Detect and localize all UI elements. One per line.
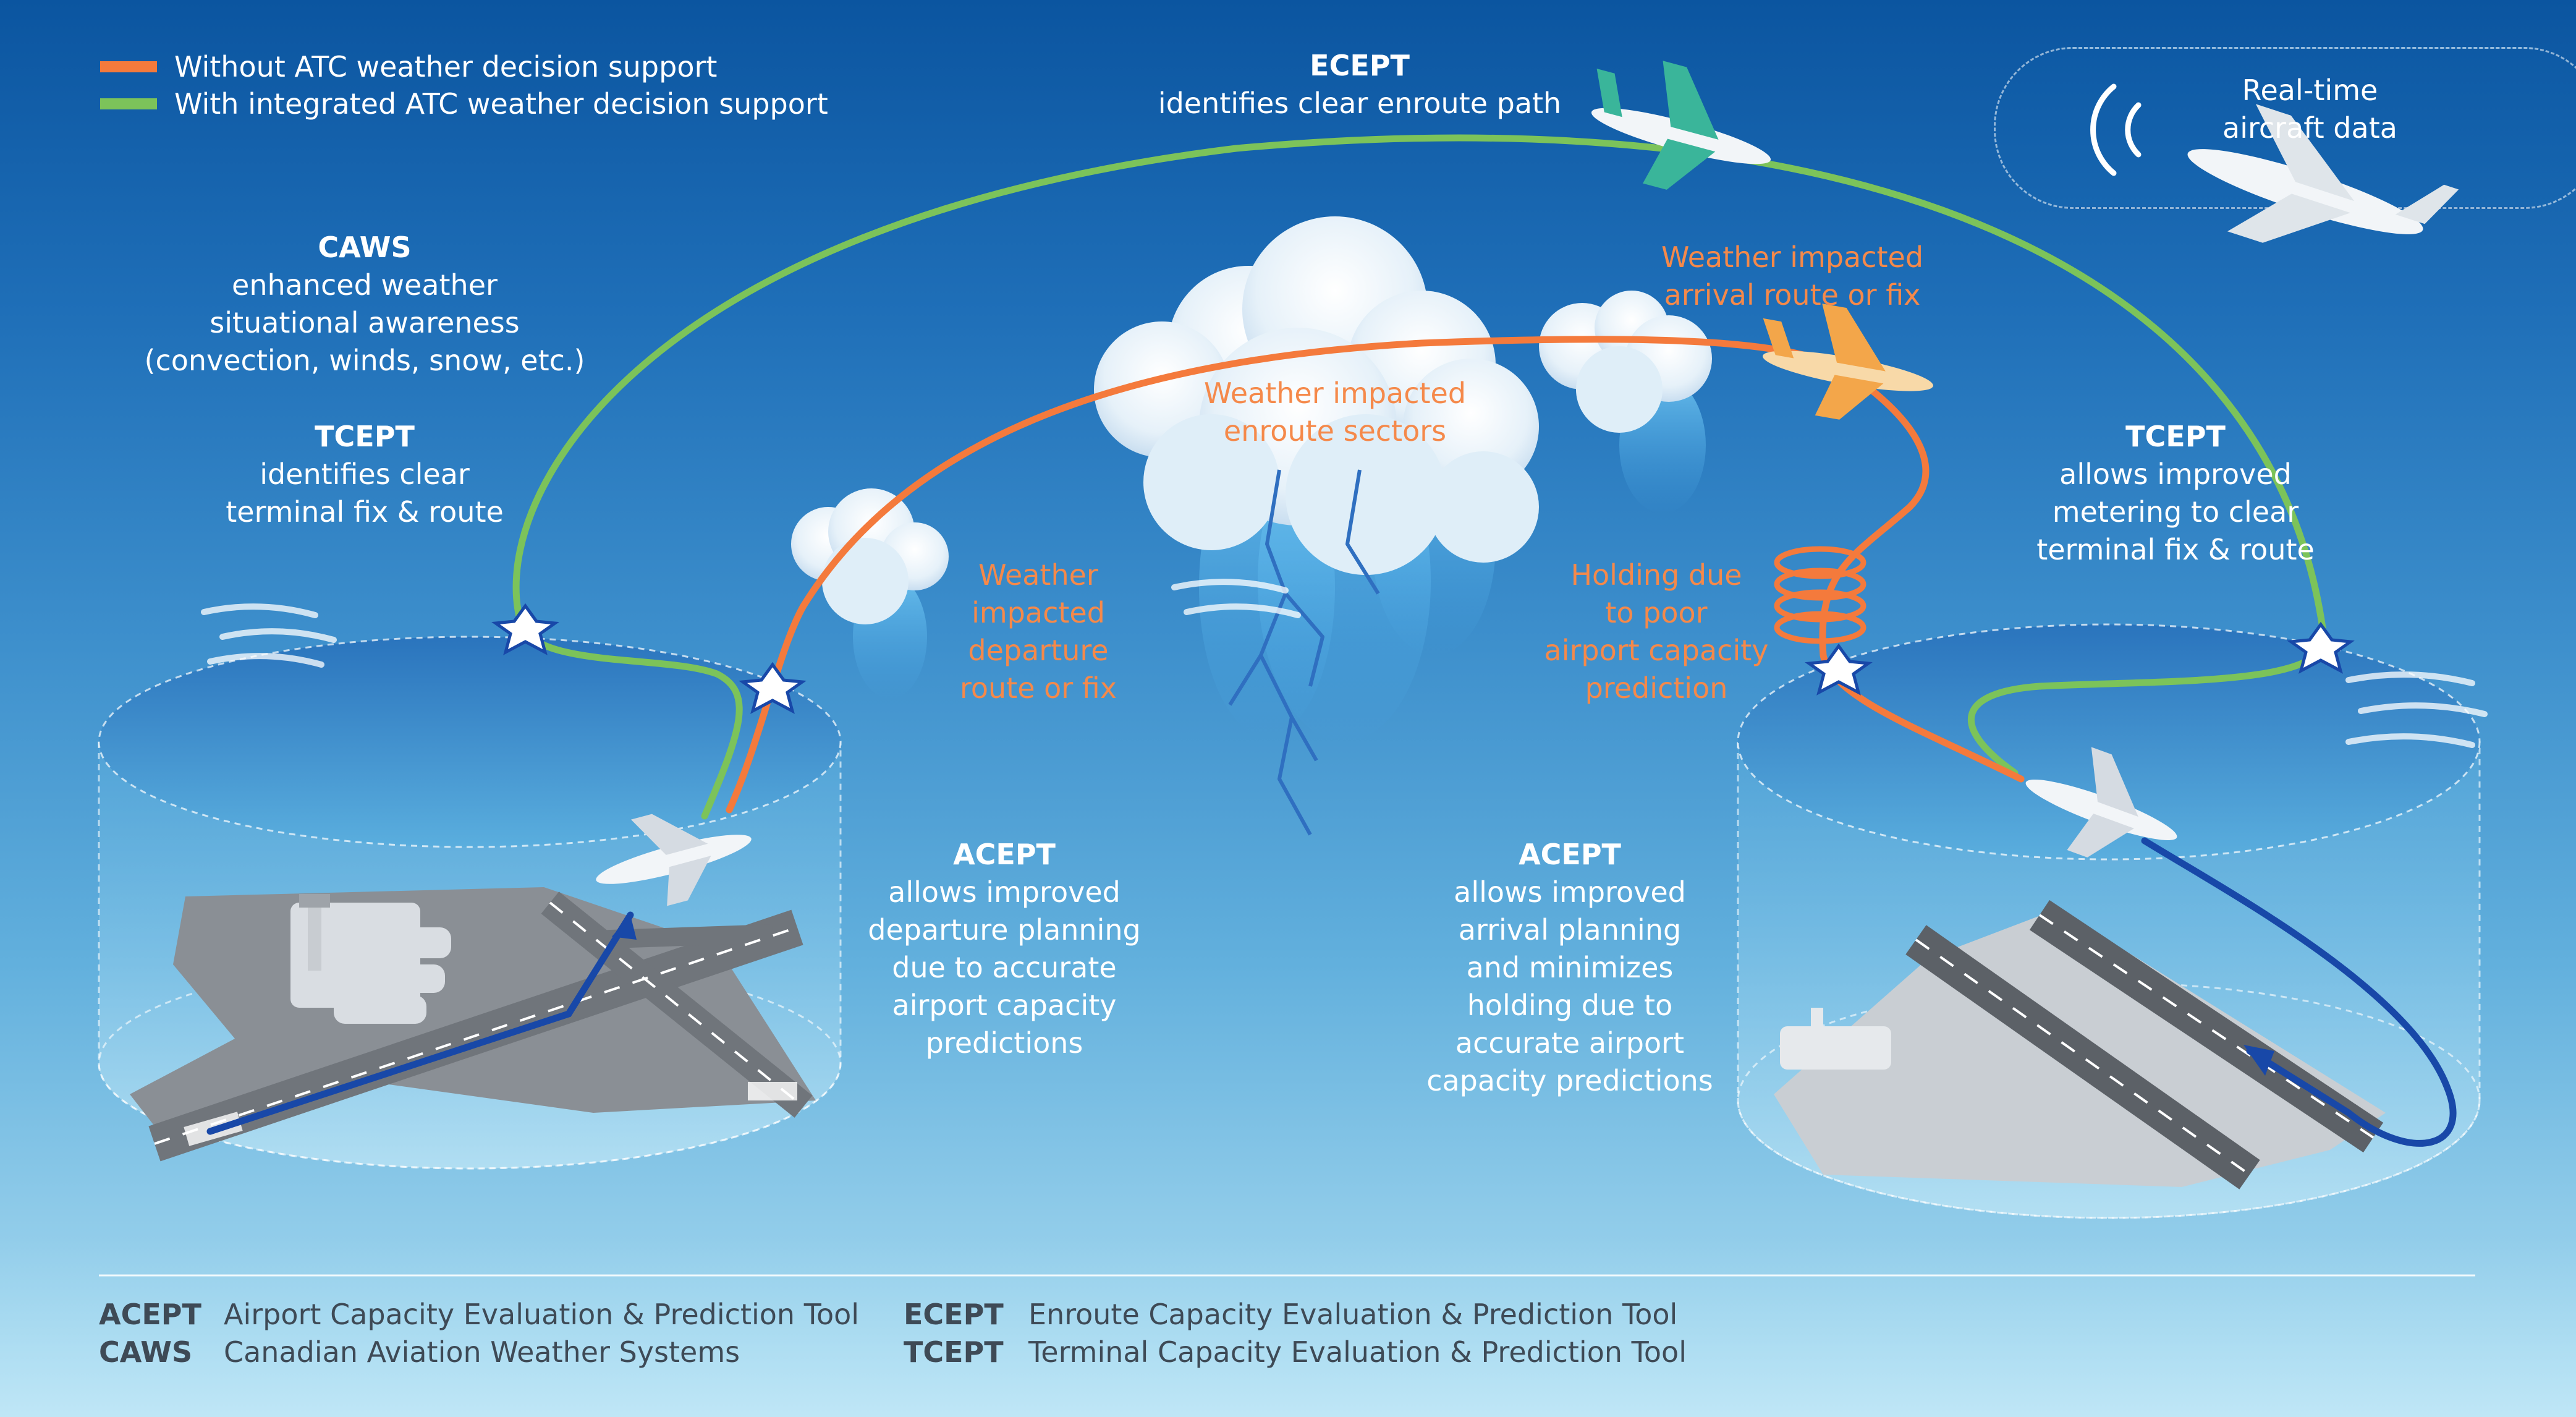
glossary-item: CAWS Canadian Aviation Weather Systems [99,1334,859,1371]
caws-title: CAWS [318,231,412,264]
weather-departure-label: Weather impacted departure route or fix [927,556,1150,707]
airplane-icon-realtime [2187,104,2459,243]
signal-waves-icon [2090,83,2142,176]
control-tower-icon [299,894,330,971]
weather-departure-line-4: route or fix [959,671,1117,705]
caws-label: CAWS enhanced weather situational awaren… [111,229,618,380]
legend-swatch-orange [100,61,157,72]
legend-item-without: Without ATC weather decision support [100,48,828,85]
glossary-definition: Terminal Capacity Evaluation & Predictio… [1028,1335,1687,1369]
weather-arrival-line-1: Weather impacted [1661,240,1924,274]
acept-right-line-5: accurate airport [1455,1026,1685,1060]
arrival-terminal [1780,1008,1891,1070]
tcept-left-line-2: terminal fix & route [226,495,504,529]
weather-departure-line-1: Weather [978,558,1098,592]
glossary-abbr: TCEPT [904,1335,1004,1369]
glossary-abbr: ECEPT [904,1298,1004,1331]
star-fix-icon [491,603,2355,714]
realtime-line-1: Real-time [2242,74,2378,107]
caws-line-2: situational awareness [210,306,520,339]
tcept-right-label: TCEPT allows improved metering to clear … [1996,418,2355,569]
ecept-top-text: identifies clear enroute path [1158,87,1562,120]
airplane-icon-departure [596,814,752,906]
weather-arrival-label: Weather impacted arrival route or fix [1619,239,1965,314]
weather-departure-line-2: impacted [972,596,1105,629]
footer-band [0,1236,2576,1417]
orange-flight-path [726,336,2025,814]
acept-right-line-4: holding due to [1467,989,1673,1022]
holding-line-4: prediction [1585,671,1728,705]
acept-left-label: ACEPT allows improved departure planning… [853,836,1156,1062]
tcept-left-title: TCEPT [315,420,415,453]
arrowhead-icon [612,915,637,940]
tcept-right-line-3: terminal fix & route [2036,533,2315,566]
terminal-building [290,903,451,1024]
airplane-icon-arrival [2025,747,2177,857]
acept-right-title: ACEPT [1519,838,1621,871]
wind-icon [201,579,2488,748]
acept-left-title: ACEPT [953,838,1056,871]
weather-arrival-line-2: arrival route or fix [1664,278,1921,312]
acept-right-line-1: allows improved [1454,875,1686,909]
realtime-label: Real-time aircraft data [2222,72,2397,147]
arrival-airport-ground [1774,900,2386,1189]
acept-left-line-3: due to accurate [892,951,1117,984]
tcept-right-title: TCEPT [2125,420,2226,453]
glossary-left: ACEPT Airport Capacity Evaluation & Pred… [99,1296,859,1371]
ecept-top-label: ECEPT identifies clear enroute path [1100,47,1619,122]
lightning-icon [1228,469,1380,836]
realtime-panel-art [2090,83,2459,243]
weather-enroute-line-2: enroute sectors [1223,414,1447,448]
acept-left-line-1: allows improved [888,875,1121,909]
legend: Without ATC weather decision support Wit… [100,48,828,122]
legend-label-without: Without ATC weather decision support [174,50,718,83]
airplane-icon [1591,61,1771,190]
holding-label: Holding due to poor airport capacity pre… [1520,556,1792,707]
acept-right-label: ACEPT allows improved arrival planning a… [1409,836,1731,1100]
acept-left-line-2: departure planning [868,913,1141,947]
green-flight-path [512,134,2328,820]
holding-line-2: to poor [1605,596,1708,629]
glossary-definition: Airport Capacity Evaluation & Prediction… [224,1298,860,1331]
tcept-right-line-2: metering to clear [2052,495,2299,529]
airplane-icon-orange [1763,304,1933,420]
glossary-abbr: ACEPT [99,1298,201,1331]
glossary-item: ECEPT Enroute Capacity Evaluation & Pred… [904,1296,1687,1334]
acept-left-line-5: predictions [925,1026,1083,1060]
glossary-definition: Enroute Capacity Evaluation & Prediction… [1028,1298,1678,1331]
tcept-right-line-1: allows improved [2059,457,2292,491]
tcept-left-label: TCEPT identifies clear terminal fix & ro… [173,418,556,531]
acept-right-line-6: capacity predictions [1426,1064,1713,1097]
caws-line-1: enhanced weather [232,268,498,302]
glossary-right: ECEPT Enroute Capacity Evaluation & Pred… [904,1296,1687,1371]
cloud-icon-right [1539,291,1712,513]
tcept-left-line-1: identifies clear [260,457,470,491]
holding-line-3: airport capacity [1544,634,1769,667]
legend-item-with: With integrated ATC weather decision sup… [100,85,828,122]
glossary-definition: Canadian Aviation Weather Systems [224,1335,740,1369]
glossary-item: TCEPT Terminal Capacity Evaluation & Pre… [904,1334,1687,1371]
acept-right-line-3: and minimizes [1466,951,1674,984]
realtime-line-2: aircraft data [2222,111,2397,145]
blue-flight-path [206,837,2457,1147]
weather-enroute-label: Weather impacted enroute sectors [1162,375,1508,450]
arrowhead-icon-right [2243,1045,2274,1076]
ecept-top-title: ECEPT [1310,49,1410,82]
departure-airport-ground [130,887,816,1162]
acept-left-line-4: airport capacity [892,989,1117,1022]
weather-enroute-line-1: Weather impacted [1203,377,1467,410]
glossary-abbr: CAWS [99,1335,193,1369]
glossary-item: ACEPT Airport Capacity Evaluation & Pred… [99,1296,859,1334]
weather-departure-line-3: departure [968,634,1109,667]
holding-line-1: Holding due [1570,558,1742,592]
legend-label-with: With integrated ATC weather decision sup… [174,87,828,121]
caws-line-3: (convection, winds, snow, etc.) [144,344,585,377]
cloud-icon [791,488,949,699]
holding-pattern-icon [1774,546,1866,644]
legend-swatch-green [100,98,157,109]
acept-right-line-2: arrival planning [1458,913,1682,947]
